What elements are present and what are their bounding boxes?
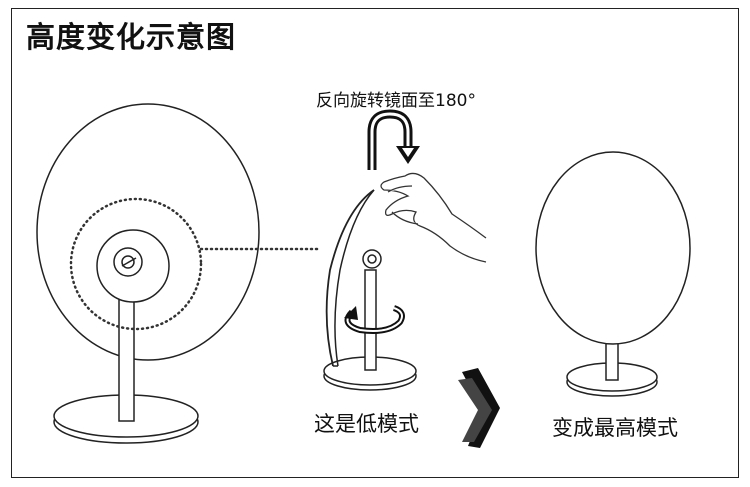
- zoom-highlight: [69, 197, 320, 331]
- rotate-around-icon: [344, 305, 405, 334]
- diagram-title: 高度变化示意图: [26, 20, 237, 54]
- mirror-front-view: [36, 103, 260, 444]
- low-mode-caption: 这是低模式: [314, 412, 419, 436]
- mirror-high-mode: [535, 151, 691, 397]
- right-arrow-icon: [458, 368, 500, 448]
- diagram-frame: [11, 8, 739, 478]
- rotate-instruction: 反向旋转镜面至180°: [316, 91, 476, 111]
- u-turn-arrow-icon: [367, 109, 420, 170]
- hand-illustration: [380, 172, 487, 263]
- mirror-side-view: [323, 189, 417, 391]
- high-mode-caption: 变成最高模式: [552, 416, 678, 440]
